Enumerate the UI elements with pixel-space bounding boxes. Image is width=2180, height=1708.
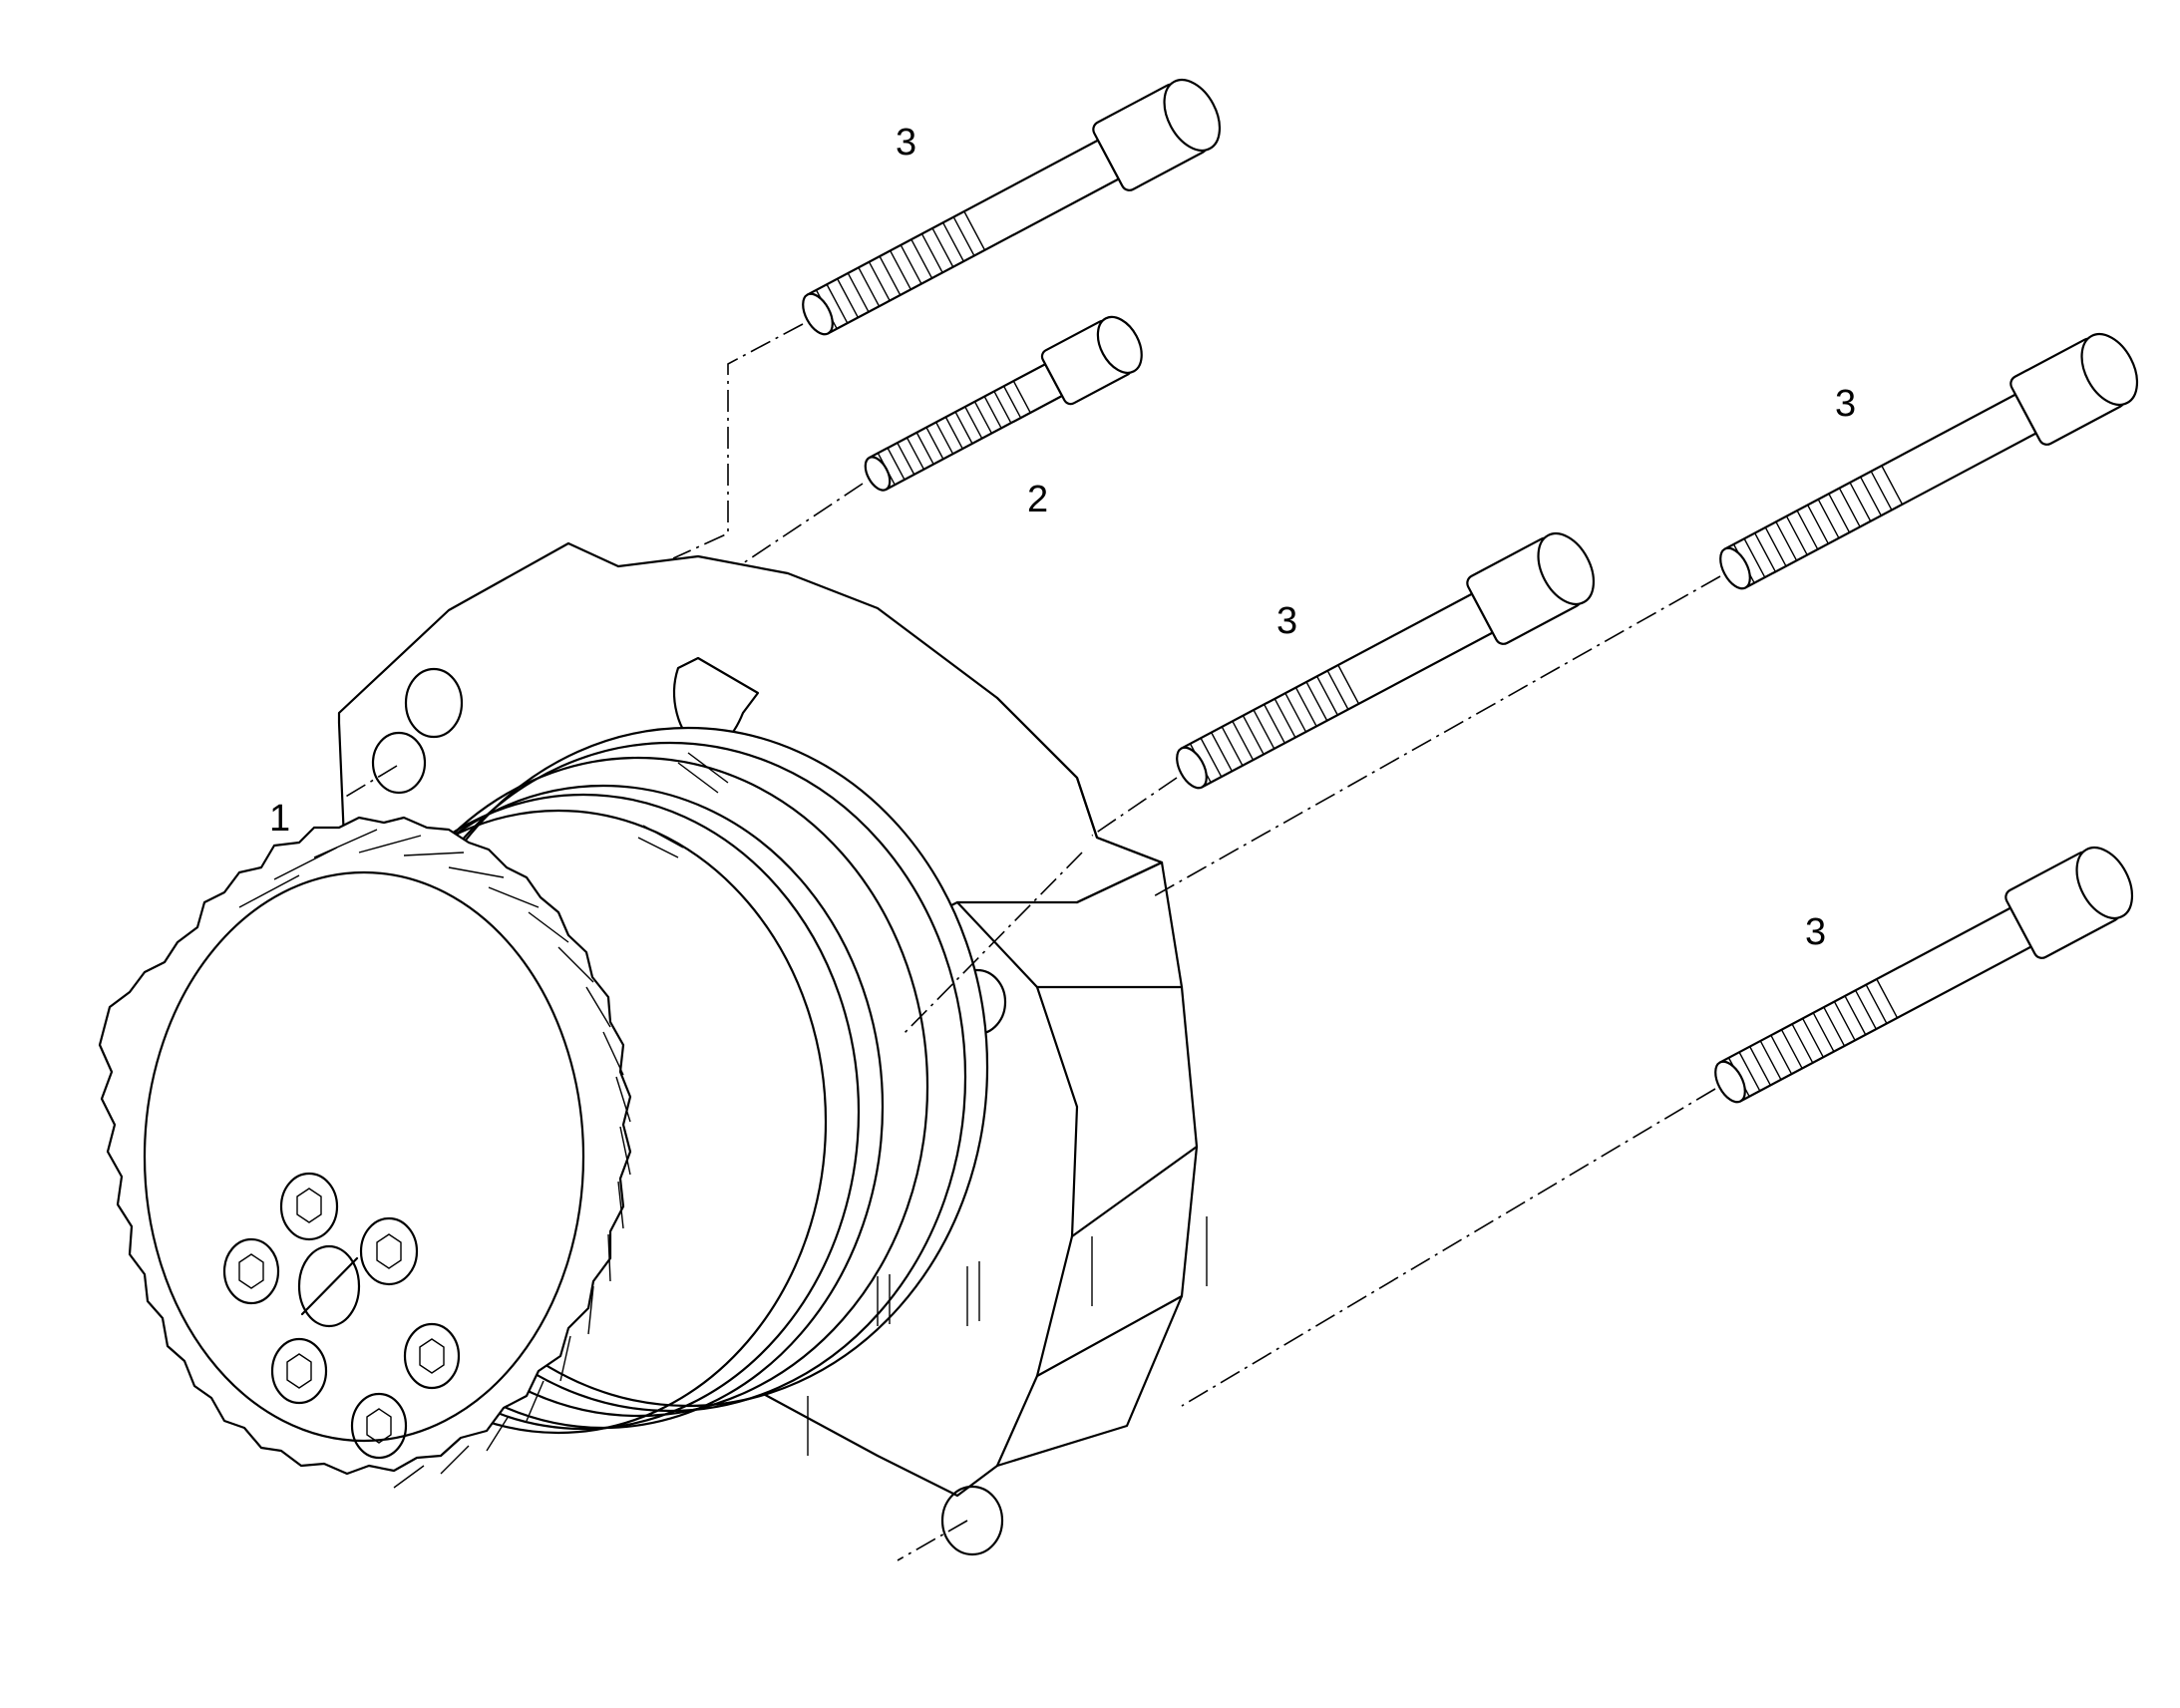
hex-socket-icon: [376, 1233, 402, 1269]
flange-bolt-hole: [371, 731, 427, 795]
gear-face: [143, 870, 585, 1443]
screw-tip: [864, 456, 892, 492]
face-screw: [222, 1237, 280, 1305]
ring-mark: [877, 1274, 891, 1326]
face-screw: [359, 1216, 419, 1286]
screw-thread: [1727, 978, 1899, 1098]
long-screw: [1176, 531, 1596, 790]
gear-face-screws: [222, 1172, 461, 1460]
screw-shank: [1718, 906, 2032, 1103]
face-screw: [279, 1172, 339, 1241]
leader-line: [1181, 1088, 1716, 1407]
ring-mark: [637, 825, 684, 858]
flange-bolt-hole: [404, 667, 464, 739]
hex-socket-icon: [366, 1408, 392, 1444]
callout-long-screw: 3: [1835, 383, 1856, 425]
leader-line: [897, 1520, 968, 1561]
leader-line: [902, 852, 1083, 1036]
screw-tip: [1176, 746, 1208, 790]
screw-head-face: [2080, 332, 2139, 406]
leader-line: [742, 483, 864, 564]
housing-facet: [955, 900, 1079, 1468]
callout-long-screw: 3: [1276, 600, 1297, 642]
face-screw: [350, 1392, 408, 1460]
housing-facet: [1075, 860, 1164, 904]
spur-gear: [98, 816, 632, 1489]
callout-long-screw: 3: [1805, 911, 1826, 953]
long-screw: [802, 78, 1222, 336]
screw-thread: [1189, 664, 1360, 784]
flange-bolt-hole: [940, 1485, 1004, 1556]
callout-long-screw: 3: [896, 122, 916, 164]
long-screw: [1719, 332, 2139, 590]
screw-shank: [1723, 393, 2037, 589]
housing-facet: [1070, 1145, 1199, 1238]
screw-shank: [1180, 592, 1494, 789]
screw-shank: [806, 139, 1120, 335]
leader-line: [1091, 777, 1178, 837]
screw-head-face: [1096, 315, 1143, 374]
screw-tip: [1714, 1060, 1746, 1104]
ring-mark: [677, 752, 729, 794]
ring-mark: [966, 1261, 980, 1326]
screw-head-face: [1537, 531, 1596, 605]
screw-thread: [1732, 465, 1904, 584]
callout-short-screw: 2: [1027, 479, 1048, 520]
drive-housing: [98, 541, 1208, 1556]
long-screw: [1714, 846, 2134, 1104]
gear-hub-split: [300, 1256, 359, 1316]
short-screw: [864, 315, 1143, 492]
screw-head-face: [1163, 78, 1222, 152]
hex-socket-icon: [419, 1338, 445, 1374]
hex-socket-icon: [286, 1353, 312, 1389]
gear-teeth: [98, 816, 632, 1476]
screw-thread: [815, 210, 986, 330]
leader-line: [672, 323, 804, 559]
face-screw: [403, 1322, 461, 1390]
screw-tip: [802, 292, 834, 336]
gear-tooth-faces: [238, 829, 631, 1489]
face-screw: [270, 1337, 328, 1405]
screw-shank: [868, 363, 1064, 491]
screw-head-face: [2075, 846, 2134, 919]
gear-hub: [297, 1244, 361, 1328]
screw-tip: [1719, 546, 1751, 590]
leader-line: [343, 765, 398, 799]
hex-socket-icon: [238, 1253, 264, 1289]
hex-socket-icon: [296, 1188, 322, 1223]
callout-housing: 1: [269, 798, 290, 840]
housing-facet: [1035, 1294, 1184, 1378]
